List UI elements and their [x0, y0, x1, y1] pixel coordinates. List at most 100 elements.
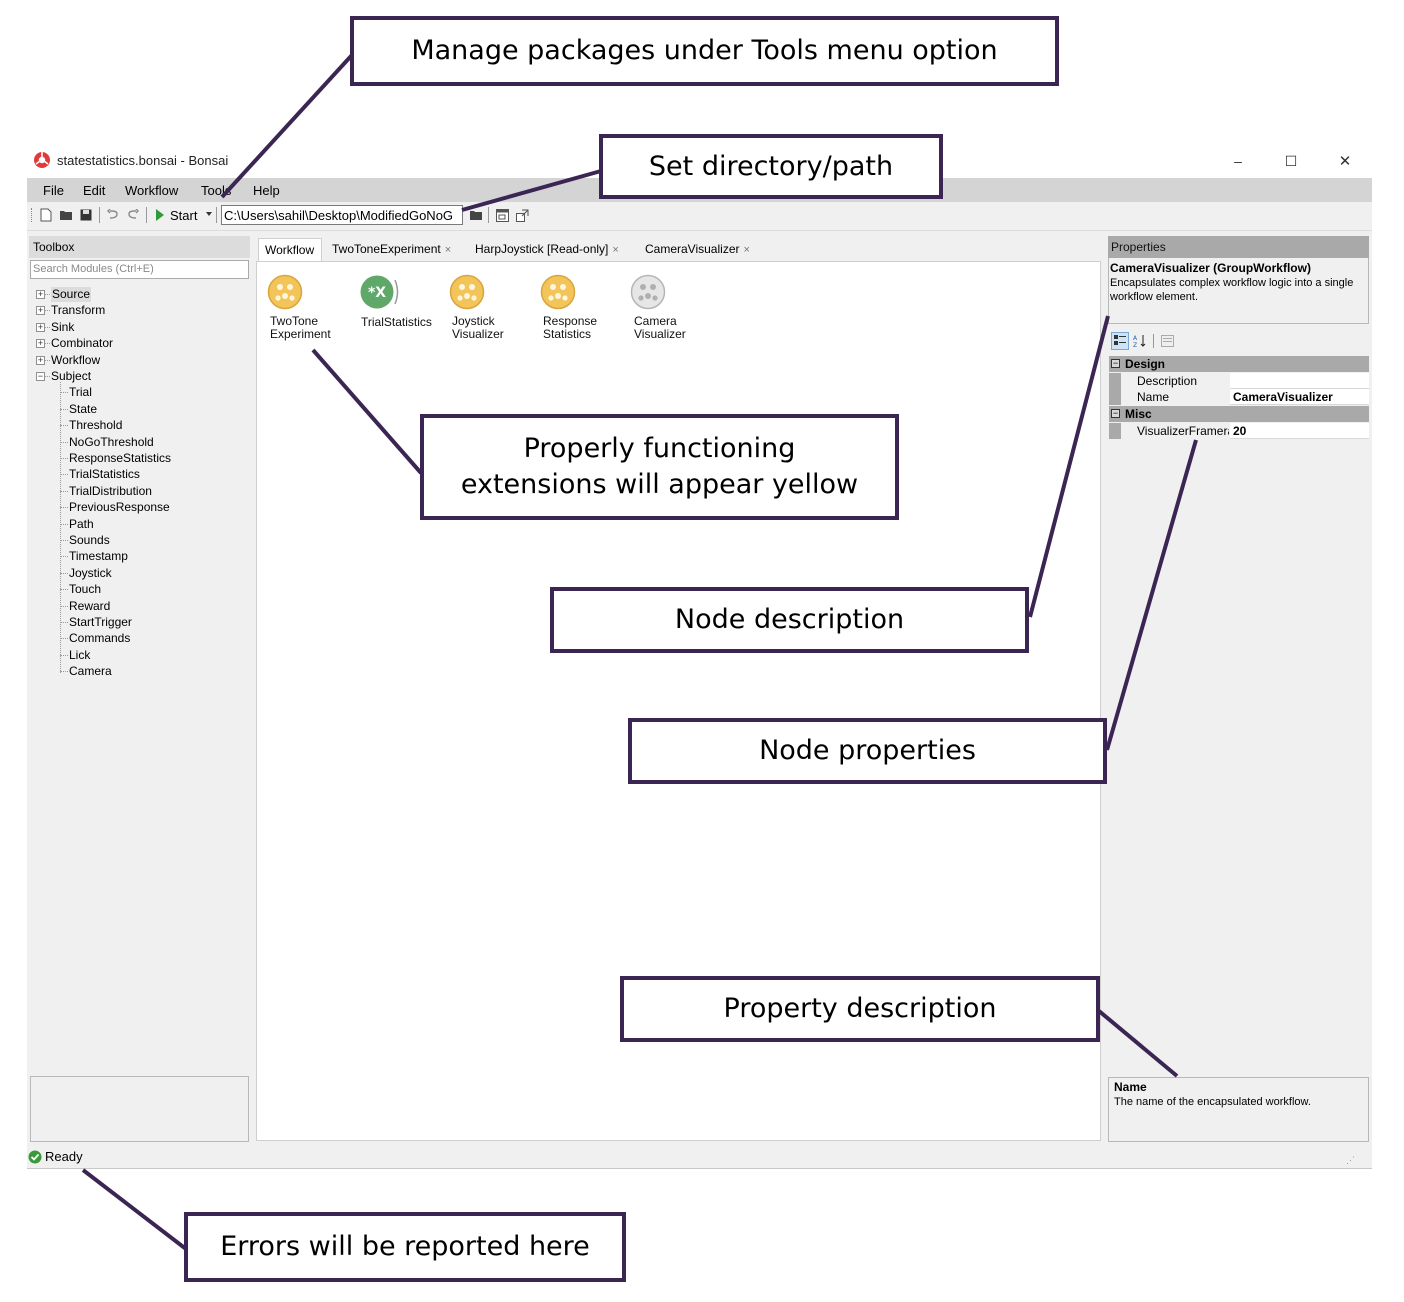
property-pages-button[interactable]: [1158, 332, 1176, 350]
directory-path-input[interactable]: C:\Users\sahil\Desktop\ModifiedGoNoG: [221, 205, 463, 225]
toolbox-item-camera[interactable]: Camera: [69, 664, 112, 679]
menu-workflow[interactable]: Workflow: [125, 183, 179, 198]
toolbox-item-commands[interactable]: Commands: [69, 631, 131, 646]
toolbox-item-trial[interactable]: Trial: [69, 385, 92, 400]
toolbox-item-timestamp[interactable]: Timestamp: [69, 549, 128, 564]
tab-cameravisualizer[interactable]: CameraVisualizer×: [639, 238, 764, 261]
close-button[interactable]: ✕: [1322, 148, 1368, 174]
package-manager-button[interactable]: [493, 206, 511, 224]
toolbox-item-threshold[interactable]: Threshold: [69, 418, 123, 433]
redo-button[interactable]: [124, 206, 142, 224]
callout-node-properties-text: Node properties: [759, 735, 976, 766]
expand-icon[interactable]: +: [36, 289, 45, 299]
toolbox-item-reward[interactable]: Reward: [69, 598, 111, 613]
search-modules-input[interactable]: Search Modules (Ctrl+E): [30, 260, 249, 279]
property-description-text: The name of the encapsulated workflow.: [1114, 1096, 1311, 1108]
new-file-icon: [40, 208, 52, 222]
toolbar-separator: [146, 207, 147, 223]
toolbox-item-starttrigger[interactable]: StartTrigger: [69, 615, 132, 629]
minimize-button[interactable]: –: [1215, 148, 1261, 174]
property-category-misc[interactable]: −Misc: [1109, 406, 1369, 422]
property-name-name[interactable]: Name: [1109, 389, 1229, 405]
close-icon: ✕: [1338, 153, 1352, 170]
minimize-icon: –: [1234, 153, 1242, 169]
toolbox-category-workflow[interactable]: Workflow: [51, 352, 101, 367]
toolbox-item-trialdistribution[interactable]: TrialDistribution: [69, 483, 152, 498]
expand-icon[interactable]: +: [36, 321, 45, 332]
tree-connector: [60, 605, 68, 607]
tab-workflow[interactable]: Workflow: [258, 238, 322, 262]
open-file-button[interactable]: [57, 206, 75, 224]
callout-tools: Manage packages under Tools menu option: [350, 16, 1059, 86]
expand-icon[interactable]: +: [36, 338, 45, 349]
toolbox-category-subject[interactable]: Subject: [51, 369, 92, 383]
toolbox-category-source[interactable]: Source: [51, 287, 92, 302]
property-value-name[interactable]: CameraVisualizer: [1230, 389, 1369, 405]
property-category-design[interactable]: −Design: [1109, 356, 1369, 372]
save-button[interactable]: [77, 206, 95, 224]
toolbox-item-state[interactable]: State: [69, 401, 98, 416]
property-name-visualizerframerat[interactable]: VisualizerFramerat: [1109, 423, 1229, 439]
save-icon: [80, 209, 92, 221]
toolbox-category-combinator[interactable]: Combinator: [51, 336, 114, 351]
start-button[interactable]: [151, 206, 169, 224]
toolbox-item-trialstatistics[interactable]: TrialStatistics: [69, 467, 140, 482]
menu-file[interactable]: File: [43, 183, 64, 198]
expression-glyph: *X: [368, 285, 386, 301]
expand-icon[interactable]: +: [36, 354, 45, 365]
gallery-button[interactable]: [513, 206, 531, 224]
collapse-icon[interactable]: −: [1111, 358, 1120, 368]
collapse-icon[interactable]: −: [36, 371, 45, 381]
tree-connector: [60, 425, 68, 427]
start-dropdown-icon[interactable]: [206, 212, 212, 216]
callout-property-description: Property description: [620, 976, 1100, 1042]
collapse-icon[interactable]: −: [1111, 408, 1120, 418]
toolbox-item-responsestatistics[interactable]: ResponseStatistics: [69, 451, 172, 465]
bonsai-logo-icon: [34, 152, 50, 168]
toolbox-item-path[interactable]: Path: [69, 516, 94, 531]
callout-node-properties: Node properties: [628, 718, 1107, 784]
tab-label: HarpJoystick [Read-only]: [475, 242, 609, 256]
property-description-panel: [1108, 1077, 1369, 1142]
properties-header: Properties: [1108, 236, 1369, 258]
start-label[interactable]: Start: [170, 208, 198, 223]
window-icon: [495, 208, 509, 222]
new-file-button[interactable]: [37, 206, 55, 224]
toolbox-item-previousresponse[interactable]: PreviousResponse: [69, 500, 170, 515]
menu-edit[interactable]: Edit: [83, 183, 106, 198]
expand-icon[interactable]: +: [36, 305, 45, 316]
toolbox-item-joystick[interactable]: Joystick: [69, 565, 112, 580]
tab-close-icon[interactable]: ×: [743, 244, 750, 256]
tab-harpjoystick-read-only[interactable]: HarpJoystick [Read-only]×: [469, 238, 636, 261]
tab-close-icon[interactable]: ×: [444, 244, 452, 256]
toolbox-item-touch[interactable]: Touch: [69, 582, 102, 597]
tab-label: CameraVisualizer: [645, 242, 740, 256]
toolbox-category-sink[interactable]: Sink: [51, 319, 75, 334]
tab-close-icon[interactable]: ×: [612, 244, 619, 256]
tree-connector: [60, 556, 68, 558]
tree-connector: [60, 540, 68, 541]
callout-node-description: Node description: [550, 587, 1029, 653]
workflow-node-label: Camera Visualizer: [634, 314, 686, 341]
node-description-text: Encapsulates complex workflow logic into…: [1110, 277, 1354, 303]
property-name-description[interactable]: Description: [1109, 373, 1229, 389]
categorized-view-button[interactable]: [1111, 332, 1129, 350]
toolbox-item-nogothreshold[interactable]: NoGoThreshold: [69, 434, 154, 449]
property-value-visualizerframerat[interactable]: 20: [1230, 423, 1369, 439]
svg-text:A: A: [1133, 335, 1138, 342]
browse-directory-button[interactable]: [467, 206, 485, 224]
tree-connector: [60, 490, 68, 492]
expression-node-icon: *X: [360, 275, 399, 309]
menu-help[interactable]: Help: [253, 183, 280, 198]
property-value-description[interactable]: [1230, 373, 1369, 389]
toolbox-item-lick[interactable]: Lick: [69, 647, 91, 662]
toolbox-category-transform[interactable]: Transform: [51, 303, 106, 318]
maximize-icon: ☐: [1284, 152, 1298, 169]
maximize-button[interactable]: ☐: [1268, 148, 1314, 174]
menu-tools[interactable]: Tools: [201, 183, 232, 198]
tab-twotoneexperiment[interactable]: TwoToneExperiment×: [326, 238, 466, 261]
resize-grip-icon[interactable]: ⋰: [1346, 1155, 1356, 1165]
toolbox-item-sounds[interactable]: Sounds: [69, 533, 110, 547]
undo-button[interactable]: [104, 206, 122, 224]
